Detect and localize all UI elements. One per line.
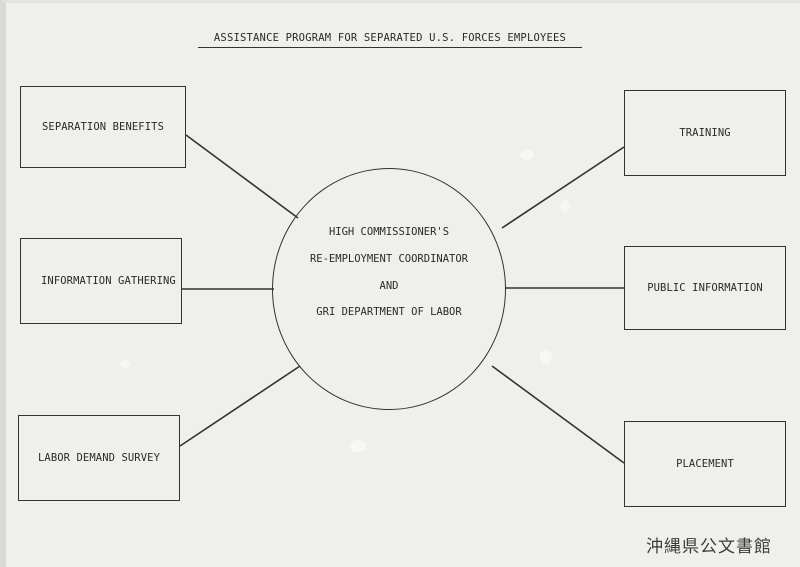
box-label: LABOR DEMAND SURVEY — [37, 452, 160, 464]
hub-line-4: GRI DEPARTMENT OF LABOR — [316, 306, 462, 318]
paper-spot — [350, 440, 366, 452]
box-label: INFORMATION GATHERING — [41, 275, 176, 287]
diagram-title: ASSISTANCE PROGRAM FOR SEPARATED U.S. FO… — [198, 32, 582, 48]
box-public-information: PUBLIC INFORMATION — [624, 246, 786, 330]
box-label: PLACEMENT — [676, 458, 734, 470]
paper-spot — [520, 150, 534, 160]
hub-circle — [272, 168, 506, 410]
box-placement: PLACEMENT — [624, 421, 786, 507]
box-separation-benefits: SEPARATION BENEFITS — [20, 86, 186, 168]
hub-line-2: RE-EMPLOYMENT COORDINATOR — [309, 253, 469, 265]
box-labor-demand-survey: LABOR DEMAND SURVEY — [18, 415, 180, 501]
box-label: SEPARATION BENEFITS — [41, 121, 164, 133]
connector-labor-demand-survey — [179, 365, 301, 447]
box-training: TRAINING — [624, 90, 786, 176]
box-label: TRAINING — [679, 127, 731, 139]
archive-stamp: 沖縄県公文書館 — [646, 537, 772, 557]
connector-training — [501, 146, 625, 229]
box-label: PUBLIC INFORMATION — [647, 282, 763, 294]
paper-spot — [120, 360, 130, 368]
hub-line-1: HIGH COMMISSIONER'S — [328, 226, 450, 238]
box-information-gathering: INFORMATION GATHERING — [20, 238, 182, 324]
paper-spot — [560, 200, 570, 212]
connector-separation-benefits — [185, 134, 299, 219]
connector-placement — [491, 365, 625, 464]
hub-line-3: AND — [379, 280, 399, 292]
paper-spot — [540, 350, 552, 364]
